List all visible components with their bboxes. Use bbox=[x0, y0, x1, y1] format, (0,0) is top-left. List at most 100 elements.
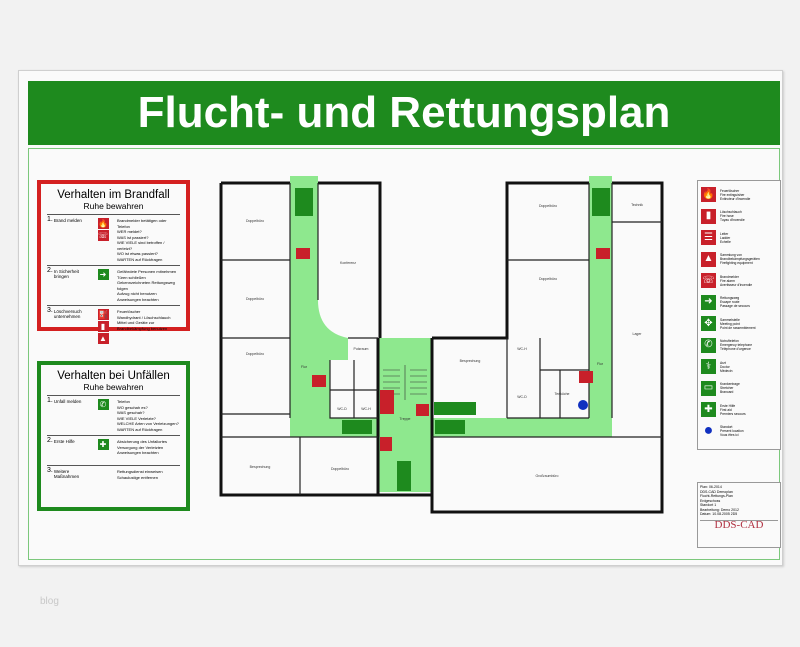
section-title: Weitere Maßnahmen bbox=[53, 469, 80, 479]
room-label: Putzraum bbox=[354, 347, 369, 351]
safety-sign-icon: 🔥 bbox=[97, 218, 109, 229]
legend-line: Meeting point bbox=[720, 321, 740, 326]
room-label: Großraumbüro bbox=[536, 474, 559, 478]
instruction-section: 3.Löschversuch unternehmen⛽▮▲Feuerlösche… bbox=[47, 305, 180, 347]
fire-alarm-icon bbox=[380, 437, 392, 451]
legend-line: First aid bbox=[720, 407, 732, 412]
info-line: Erdgeschoss bbox=[700, 498, 721, 503]
legend-line: Standort bbox=[720, 425, 733, 430]
legend-line: Brancard bbox=[720, 390, 734, 395]
accident-heading: Verhalten bei Unfällen bbox=[57, 370, 170, 382]
legend-line: Löschschlauch bbox=[720, 210, 742, 215]
section-icons: 🔥☏ bbox=[89, 218, 117, 262]
first-aid-stretcher-phone-icon bbox=[434, 402, 476, 415]
legend-line: Erste Hilfe bbox=[720, 403, 736, 408]
legend-line: Escape route bbox=[720, 300, 740, 305]
inner-walls bbox=[221, 183, 662, 495]
legend-symbol-icon: ☏ bbox=[701, 273, 716, 289]
fire-heading: Verhalten im Brandfall bbox=[57, 189, 170, 201]
legend-line: Brandbekämpfungsgeräten bbox=[720, 257, 760, 262]
section-label: 2.Erste Hilfe bbox=[47, 437, 89, 462]
room-label: Besprechung bbox=[250, 465, 271, 469]
section-title: Brand melden bbox=[53, 218, 82, 223]
fire-extinguisher-icon bbox=[596, 248, 610, 259]
instruction-line: Türen schließen bbox=[117, 274, 146, 280]
instruction-section: 1.Brand melden🔥☏Brandmelder betätigen od… bbox=[47, 214, 180, 265]
room-label: Teeküche bbox=[555, 392, 570, 396]
legend-symbol-icon: ➜ bbox=[701, 294, 716, 310]
instruction-line: WER meldet? bbox=[117, 229, 142, 234]
instruction-line: Anweisungen beachten bbox=[117, 450, 159, 455]
instruction-section: 2.Erste Hilfe ✚ Absicherung des Unfallorte… bbox=[47, 435, 180, 465]
safety-sign-icon: ✚ bbox=[97, 439, 109, 450]
instruction-line: Brandmelder betätigen oder bbox=[117, 218, 167, 223]
room-label: Konferenz bbox=[340, 261, 356, 265]
info-line: Plan: 06-2014 bbox=[700, 485, 722, 489]
section-number: 2. bbox=[47, 267, 53, 274]
fire-hose-icon bbox=[380, 390, 394, 414]
section-icons: ✚ bbox=[89, 439, 117, 462]
section-label: 2.In Sicherheit bringen bbox=[47, 267, 89, 302]
instruction-section: 2.In Sicherheit bringen➜Gefährdete Perso… bbox=[47, 265, 180, 305]
legend-line: Fire alarm bbox=[720, 278, 735, 283]
info-line: Flucht-Rettungs-Plan bbox=[700, 494, 733, 498]
instruction-line: Gefährdete Personen mitnehmen bbox=[117, 269, 177, 274]
instruction-line: Anweisungen beachten bbox=[117, 296, 159, 302]
legend-line: Point de rassemblement bbox=[720, 325, 756, 330]
section-label: 1.Brand melden bbox=[47, 216, 89, 262]
instruction-line: Telefon bbox=[117, 223, 130, 229]
legend-line: Firefighting equipment bbox=[720, 261, 753, 266]
instruction-line: Wandhydrant / Löschschlauch bbox=[117, 314, 171, 320]
section-icons: ⛽▮▲ bbox=[89, 309, 117, 344]
legend-symbol-icon: ▲ bbox=[701, 251, 716, 267]
room-labels: Doppelbüro Doppelbüro Doppelbüro Besprec… bbox=[246, 203, 643, 478]
section-number: 1. bbox=[47, 216, 53, 223]
section-title: Unfall melden bbox=[53, 399, 82, 404]
room-label: Doppelbüro bbox=[539, 204, 557, 208]
room-label: Lager bbox=[633, 332, 643, 336]
legend-line: Avertisseur d'incendie bbox=[720, 282, 753, 287]
legend-line: Emergency telephone bbox=[720, 343, 753, 348]
safety-sign-icon: ☏ bbox=[97, 230, 109, 241]
exit-arrow-right-icon bbox=[342, 420, 372, 434]
dds-cad-logo: DDS-CAD bbox=[700, 519, 778, 530]
instruction-line: Feuerlöscher bbox=[117, 309, 141, 314]
corridor bbox=[290, 176, 662, 492]
page-title: Flucht- und Rettungsplan bbox=[28, 81, 780, 145]
instruction-line: WIE VIELE Verletzte? bbox=[117, 415, 156, 421]
instruction-line: Aufzug nicht benutzen bbox=[117, 291, 157, 296]
fire-extinguisher-icon bbox=[579, 371, 593, 383]
room-label: Doppelbüro bbox=[246, 297, 264, 301]
legend-line: Téléphone d'urgence bbox=[720, 347, 751, 352]
legend-symbol-icon: 🔥 bbox=[701, 187, 716, 203]
legend-line: Médecin bbox=[720, 368, 733, 373]
section-number: 3. bbox=[47, 307, 53, 314]
legend-line: Brandmelder bbox=[720, 274, 739, 279]
room-label: Doppelbüro bbox=[331, 467, 349, 471]
room-label: Doppelbüro bbox=[246, 219, 264, 223]
accident-instructions-panel: Verhalten bei Unfällen Ruhe bewahren 1.U… bbox=[37, 361, 190, 511]
you-are-here-icon bbox=[578, 400, 588, 410]
section-label: 3.Löschversuch unternehmen bbox=[47, 307, 89, 344]
room-label: WC-D bbox=[337, 407, 347, 411]
legend-symbol-icon: ● bbox=[701, 423, 716, 439]
legend-line: Extincteur d'incendie bbox=[720, 196, 751, 201]
instruction-line: WIE VIELE sind betroffen / verletzt? bbox=[117, 240, 165, 251]
instruction-line: WARTEN auf Rückfragen bbox=[117, 426, 163, 432]
